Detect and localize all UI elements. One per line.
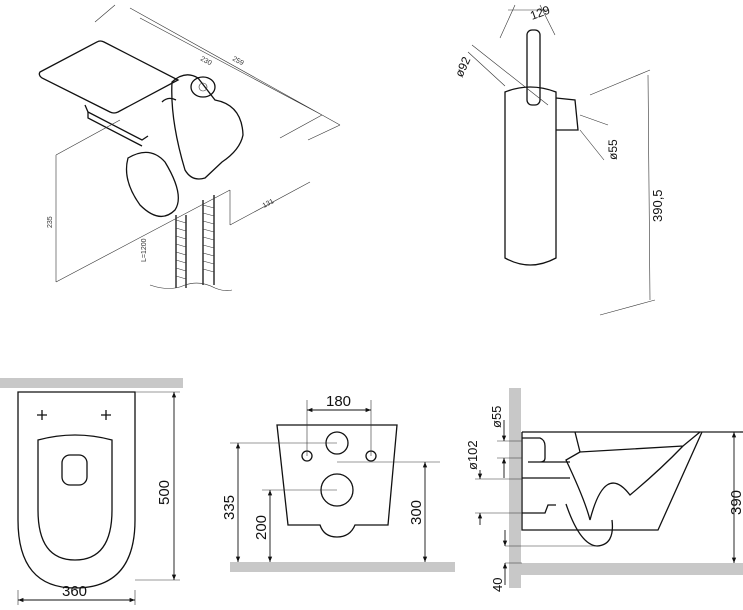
- dim-hole-spacing: 180: [326, 393, 351, 410]
- dim-height-300: 300: [408, 500, 425, 525]
- bowl-outline: [521, 431, 743, 531]
- bowl-outline: [276, 424, 398, 538]
- dim-width-outer: 259: [231, 56, 245, 68]
- dim-width: 360: [62, 583, 87, 600]
- dim-height: 390: [728, 490, 743, 515]
- bidet-shower-drawing: 230 259 131 235 L=1200: [38, 4, 341, 291]
- wall-mount: [555, 97, 579, 131]
- dim-depth: 129: [528, 3, 552, 23]
- dim-depth: 131: [262, 198, 276, 210]
- shelf-bracket: [84, 104, 149, 141]
- floor: [230, 562, 455, 572]
- dim-height: 235: [47, 216, 54, 228]
- bowl-interior: [565, 431, 701, 521]
- toilet-bowl-outline: [17, 391, 136, 589]
- dim-height-335: 335: [221, 495, 238, 520]
- shelf-plate: [38, 40, 180, 114]
- dim-diameter: ø92: [452, 54, 474, 79]
- dim-height-200: 200: [253, 515, 270, 540]
- trap: [565, 503, 614, 547]
- dim-height: 390,5: [650, 189, 665, 222]
- mounting-holes: [37, 410, 111, 420]
- wall: [509, 388, 521, 588]
- shower-head: [190, 76, 216, 98]
- toilet-side-view: ø55 ø102 390 40: [465, 388, 743, 592]
- hoses: [175, 195, 215, 288]
- dim-inlet-diameter: ø55: [489, 406, 504, 428]
- inlet-pipe: [522, 437, 570, 463]
- dim-mount-diameter: ø55: [606, 139, 620, 160]
- brush-holder-drawing: 129 ø92 ø55 390,5: [452, 3, 665, 316]
- dim-floor-gap: 40: [490, 578, 505, 592]
- dim-length: 500: [156, 480, 173, 505]
- brush-cup: [504, 86, 557, 266]
- floor: [509, 563, 743, 575]
- dim-outlet-diameter: ø102: [465, 440, 480, 470]
- hose-length: L=1200: [141, 238, 148, 262]
- outlet-pipe: [522, 477, 570, 514]
- dim-width-inner: 230: [199, 56, 213, 68]
- hand-shower: [171, 74, 244, 180]
- brush-handle: [526, 29, 541, 106]
- toilet-rear-view: 180 335 200 300: [221, 393, 455, 572]
- toilet-top-view: 500 360: [0, 378, 183, 605]
- wall: [0, 378, 183, 388]
- holder-body: [125, 151, 179, 217]
- seat-opening: [37, 434, 113, 561]
- seat-rim: [61, 454, 88, 486]
